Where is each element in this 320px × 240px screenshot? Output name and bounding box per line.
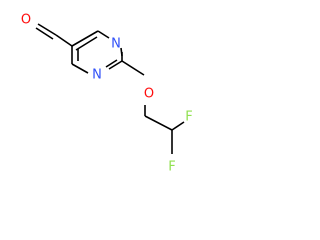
aldehyde-oxygen-label: O bbox=[21, 13, 31, 28]
bond-ch2-cf2 bbox=[144, 115, 173, 131]
bond-cf2-f-right bbox=[171, 121, 185, 131]
bond-c2-o bbox=[121, 60, 145, 76]
ring-nitrogen-bottom-label: N bbox=[92, 68, 102, 83]
bond-c-o-double-1 bbox=[37, 23, 57, 36]
aldehyde-group bbox=[35, 23, 73, 47]
ring-bond-c2-n1 bbox=[108, 60, 123, 70]
ring-bond-c5-c4 bbox=[71, 30, 99, 47]
ring-bond-n1-c6 bbox=[71, 63, 89, 74]
difluoroethoxy-chain bbox=[121, 60, 185, 154]
molecule-diagram: O N N O F F bbox=[21, 13, 193, 175]
ring-bond-n3-c2-side bbox=[120, 47, 123, 57]
ring-bond-c4-c4-inner bbox=[75, 36, 98, 51]
ether-oxygen-label: O bbox=[144, 87, 154, 102]
fluorine-right-label: F bbox=[185, 110, 192, 125]
structure-canvas: O N N O F F bbox=[20, 12, 193, 175]
ring-nitrogen-top-label: N bbox=[111, 37, 121, 52]
ring-bond-c2-n1-inner bbox=[105, 59, 118, 68]
ring-bond-c4-n3 bbox=[97, 30, 110, 39]
bond-cho-ring bbox=[55, 34, 73, 47]
pyrimidine-ring bbox=[71, 30, 123, 74]
bond-c-o-double-2 bbox=[35, 27, 54, 40]
fluorine-bottom-label: F bbox=[168, 160, 175, 175]
